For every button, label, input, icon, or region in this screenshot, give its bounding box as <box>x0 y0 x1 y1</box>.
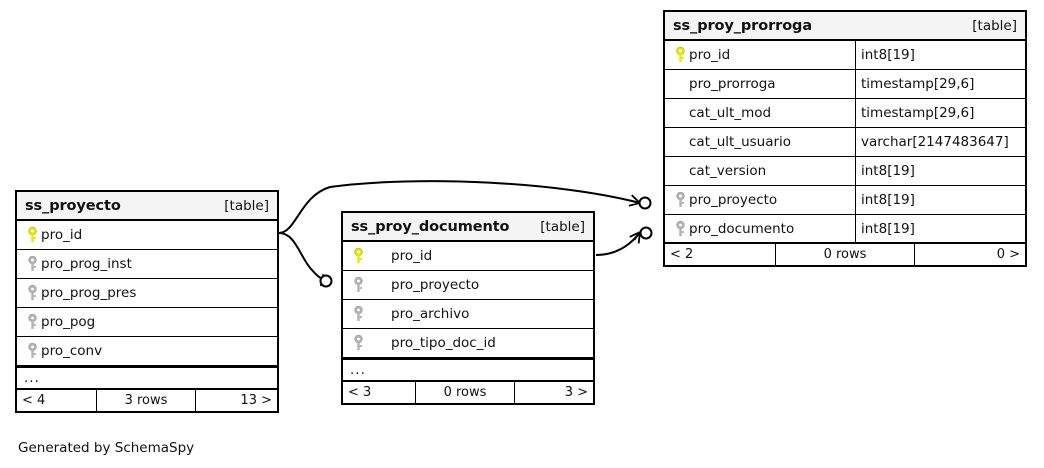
foreign-key-icon <box>24 314 41 330</box>
column-name: pro_prog_inst <box>41 256 132 272</box>
column-type: timestamp[29,6] <box>855 70 1025 98</box>
footer-row-count: 0 rows <box>415 382 515 403</box>
column-name: pro_proyecto <box>391 277 480 293</box>
column-row[interactable]: pro_prog_inst <box>17 250 277 279</box>
primary-key-icon <box>24 227 41 243</box>
table-title: ss_proyecto <box>25 197 121 214</box>
table-title: ss_proy_documento <box>351 218 510 235</box>
footer-prev-count[interactable]: < 2 <box>670 247 694 262</box>
column-row[interactable]: pro_prorroga timestamp[29,6] <box>665 70 1025 99</box>
foreign-key-icon <box>24 256 41 272</box>
table-footer: < 3 0 rows 3 > <box>343 382 593 403</box>
more-columns-indicator: ... <box>17 366 277 390</box>
edge-proyecto-to-documento <box>278 232 333 288</box>
column-row[interactable]: cat_version int8[19] <box>665 157 1025 186</box>
column-row[interactable]: pro_tipo_doc_id <box>343 329 593 358</box>
table-node-ss-proyecto[interactable]: ss_proyecto [table] pro_id <box>15 190 279 413</box>
column-name: pro_id <box>41 227 83 243</box>
column-row[interactable]: pro_documento int8[19] <box>665 215 1025 244</box>
edge-documento-to-prorroga <box>595 226 653 256</box>
foreign-key-icon <box>672 220 689 237</box>
table-footer: < 4 3 rows 13 > <box>17 390 277 411</box>
column-name: pro_prog_pres <box>41 285 137 301</box>
column-name: pro_tipo_doc_id <box>391 335 496 351</box>
footer-next-count[interactable]: 3 > <box>564 385 588 400</box>
column-name: cat_ult_usuario <box>689 134 792 150</box>
column-name: pro_pog <box>41 314 96 330</box>
table-title: ss_proy_prorroga <box>673 17 813 34</box>
column-row[interactable]: cat_ult_usuario varchar[2147483647] <box>665 128 1025 157</box>
foreign-key-icon <box>24 343 41 359</box>
key-slot-empty <box>672 105 689 121</box>
column-row[interactable]: pro_archivo <box>343 300 593 329</box>
column-row[interactable]: pro_id <box>17 221 277 250</box>
more-columns-indicator: ... <box>343 358 593 382</box>
column-row[interactable]: cat_ult_mod timestamp[29,6] <box>665 99 1025 128</box>
key-slot-empty <box>672 163 689 179</box>
column-row[interactable]: pro_pog <box>17 308 277 337</box>
column-row[interactable]: pro_conv <box>17 337 277 366</box>
primary-key-icon <box>350 248 367 264</box>
table-kind-label: [table] <box>224 197 269 214</box>
table-footer: < 2 0 rows 0 > <box>665 244 1025 265</box>
key-slot-empty <box>672 134 689 150</box>
key-slot-empty <box>672 76 689 92</box>
column-name: pro_documento <box>689 220 795 237</box>
column-name: pro_id <box>391 248 433 264</box>
footer-prev-count[interactable]: < 4 <box>22 393 46 408</box>
column-name: pro_conv <box>41 343 103 359</box>
foreign-key-icon <box>672 192 689 208</box>
footer-prev-count[interactable]: < 3 <box>348 385 372 400</box>
primary-key-icon <box>672 47 689 63</box>
column-type: int8[19] <box>855 157 1025 185</box>
footer-row-count: 0 rows <box>775 244 915 265</box>
column-type: int8[19] <box>855 186 1025 214</box>
column-name: cat_ult_mod <box>689 105 772 121</box>
foreign-key-icon <box>24 285 41 301</box>
table-header: ss_proy_prorroga [table] <box>665 12 1025 41</box>
footer-next-count[interactable]: 0 > <box>996 247 1020 262</box>
generated-by-caption: Generated by SchemaSpy <box>18 440 195 456</box>
column-row[interactable]: pro_proyecto <box>343 271 593 300</box>
column-name: pro_proyecto <box>689 192 778 208</box>
column-row[interactable]: pro_id <box>343 242 593 271</box>
column-type: varchar[2147483647] <box>855 128 1025 156</box>
column-name: pro_prorroga <box>689 76 776 92</box>
column-type: int8[19] <box>855 215 1025 242</box>
table-node-ss-proy-documento[interactable]: ss_proy_documento [table] pro_id <box>341 211 595 405</box>
foreign-key-icon <box>350 277 367 293</box>
table-kind-label: [table] <box>972 17 1017 34</box>
column-type: timestamp[29,6] <box>855 99 1025 127</box>
foreign-key-icon <box>350 335 367 351</box>
table-header: ss_proy_documento [table] <box>343 213 593 242</box>
foreign-key-icon <box>350 306 367 322</box>
column-row[interactable]: pro_id int8[19] <box>665 41 1025 70</box>
table-header: ss_proyecto [table] <box>17 192 277 221</box>
column-type: int8[19] <box>855 41 1025 69</box>
column-name: pro_archivo <box>391 306 470 322</box>
column-name: pro_id <box>689 47 731 63</box>
table-kind-label: [table] <box>540 218 585 235</box>
footer-row-count: 3 rows <box>96 390 196 411</box>
column-name: cat_version <box>689 163 767 179</box>
table-node-ss-proy-prorroga[interactable]: ss_proy_prorroga [table] pro_id int8[19] <box>663 10 1027 267</box>
column-row[interactable]: pro_prog_pres <box>17 279 277 308</box>
column-row[interactable]: pro_proyecto int8[19] <box>665 186 1025 215</box>
footer-next-count[interactable]: 13 > <box>240 393 272 408</box>
